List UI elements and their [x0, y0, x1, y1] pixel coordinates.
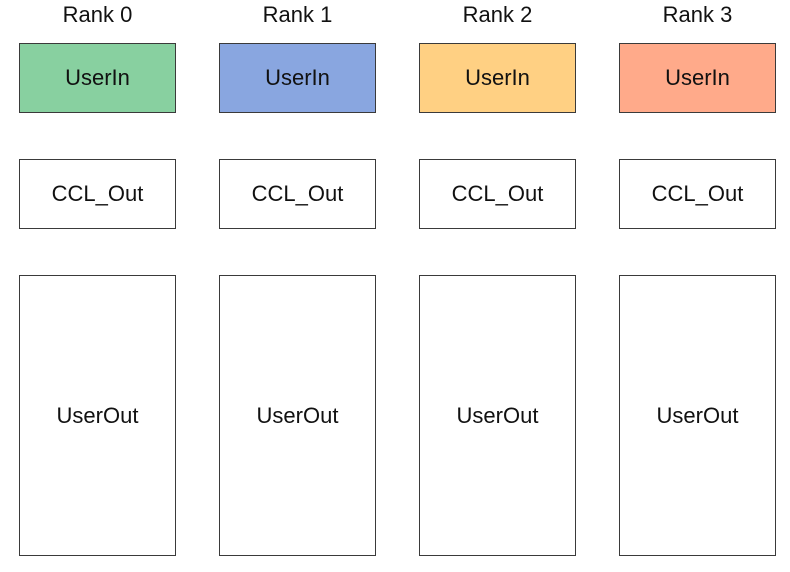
userin-buffer: UserIn — [219, 43, 376, 113]
rank-column-1: Rank 1 UserIn CCL_Out UserOut — [219, 0, 376, 572]
userout-buffer: UserOut — [219, 275, 376, 556]
rank-title: Rank 3 — [662, 2, 733, 27]
userin-label: UserIn — [65, 65, 130, 90]
ccl-out-buffer: CCL_Out — [19, 159, 176, 229]
ccl-out-label: CCL_Out — [651, 181, 744, 206]
userout-label: UserOut — [456, 402, 539, 428]
userin-label: UserIn — [465, 65, 530, 90]
userout-buffer: UserOut — [619, 275, 776, 556]
userin-label: UserIn — [665, 65, 730, 90]
ccl-out-buffer: CCL_Out — [219, 159, 376, 229]
rank-title: Rank 2 — [462, 2, 533, 27]
rank-column-0: Rank 0 UserIn CCL_Out UserOut — [19, 0, 176, 572]
userout-buffer: UserOut — [19, 275, 176, 556]
rank-column-3: Rank 3 UserIn CCL_Out UserOut — [619, 0, 776, 572]
ccl-out-label: CCL_Out — [251, 181, 344, 206]
userin-buffer: UserIn — [419, 43, 576, 113]
userin-label: UserIn — [265, 65, 330, 90]
ccl-out-buffer: CCL_Out — [619, 159, 776, 229]
userout-label: UserOut — [656, 402, 739, 428]
rank-title: Rank 1 — [262, 2, 333, 27]
rank-column-2: Rank 2 UserIn CCL_Out UserOut — [419, 0, 576, 572]
ccl-out-buffer: CCL_Out — [419, 159, 576, 229]
userin-buffer: UserIn — [619, 43, 776, 113]
userin-buffer: UserIn — [19, 43, 176, 113]
userout-label: UserOut — [256, 402, 339, 428]
rank-title: Rank 0 — [62, 2, 133, 27]
ccl-out-label: CCL_Out — [51, 181, 144, 206]
ccl-out-label: CCL_Out — [451, 181, 544, 206]
userout-buffer: UserOut — [419, 275, 576, 556]
userout-label: UserOut — [56, 402, 139, 428]
